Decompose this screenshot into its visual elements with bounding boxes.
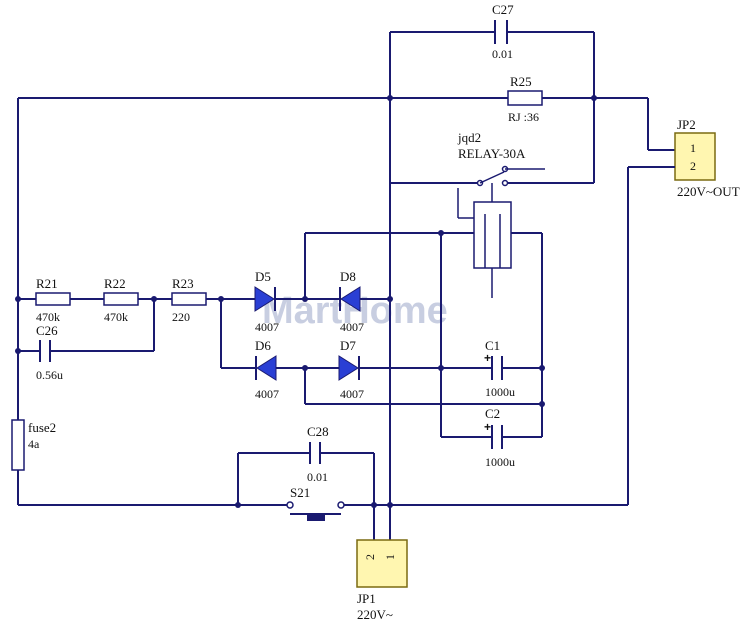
jp2-pin2: 2 — [690, 159, 696, 173]
diode-d5: D5 4007 — [254, 269, 279, 334]
c2-ref: C2 — [485, 406, 500, 421]
connector-jp2: JP2 1 2 220V~OUT — [627, 117, 740, 505]
c28-value: 0.01 — [307, 470, 328, 484]
d6-value: 4007 — [255, 387, 279, 401]
fuse-ref: fuse2 — [28, 420, 56, 435]
relay-jqd2: jqd2 RELAY-30A — [441, 130, 545, 298]
resistor-r22: R22 470k — [103, 276, 139, 324]
left-wires — [17, 98, 255, 505]
d5-ref: D5 — [255, 269, 271, 284]
diode-d6: D6 4007 — [255, 338, 279, 401]
c2-value: 1000u — [485, 455, 515, 469]
r21-value: 470k — [36, 310, 60, 324]
r25-ref: R25 — [510, 74, 532, 89]
s21-ref: S21 — [290, 485, 310, 500]
diode-d8: D8 4007 — [339, 269, 364, 334]
c26-value: 0.56u — [36, 368, 63, 382]
d8-value: 4007 — [340, 320, 364, 334]
c1-value: 1000u — [485, 385, 515, 399]
r22-ref: R22 — [104, 276, 126, 291]
capacitor-c27: C27 0.01 — [492, 2, 514, 61]
d7-ref: D7 — [340, 338, 356, 353]
relay-ref: jqd2 — [457, 130, 481, 145]
c26-ref: C26 — [36, 323, 58, 338]
d8-ref: D8 — [340, 269, 356, 284]
c27-value: 0.01 — [492, 47, 513, 61]
relay-value: RELAY-30A — [458, 146, 526, 161]
diode-d7: D7 4007 — [338, 338, 364, 401]
c1-ref: C1 — [485, 338, 500, 353]
top-network-wires — [18, 31, 675, 184]
c2-polarity: + — [484, 420, 491, 434]
switch-s21: S21 — [286, 485, 345, 521]
d7-value: 4007 — [340, 387, 364, 401]
bridge-wires — [220, 232, 542, 405]
resistor-r21: R21 470k — [35, 276, 71, 324]
jp1-pin1: 1 — [383, 554, 397, 560]
resistor-r23: R23 220 — [171, 276, 207, 324]
r23-ref: R23 — [172, 276, 194, 291]
r25-value: RJ :36 — [508, 110, 539, 124]
fuse-fuse2: fuse2 4a — [11, 419, 56, 471]
r21-ref: R21 — [36, 276, 58, 291]
r22-value: 470k — [104, 310, 128, 324]
capacitor-c2: + C2 1000u — [484, 406, 515, 469]
c28-ref: C28 — [307, 424, 329, 439]
jp1-pin2: 2 — [363, 554, 377, 560]
junction-dots — [15, 95, 597, 508]
jp2-pin1: 1 — [690, 141, 696, 155]
jp2-value: 220V~OUT — [677, 184, 740, 199]
r23-value: 220 — [172, 310, 190, 324]
capacitor-c1: + C1 1000u — [484, 338, 515, 399]
c27-ref: C27 — [492, 2, 514, 17]
c1-polarity: + — [484, 351, 491, 365]
jp1-value: 220V~ — [357, 607, 393, 622]
connector-jp1: 2 1 JP1 220V~ — [356, 539, 408, 622]
fuse-value: 4a — [28, 437, 40, 451]
d6-ref: D6 — [255, 338, 271, 353]
jp2-ref: JP2 — [677, 117, 696, 132]
jp1-ref: JP1 — [357, 591, 376, 606]
resistor-r25: R25 RJ :36 — [507, 74, 543, 124]
capacitor-c26: C26 0.56u — [36, 323, 63, 382]
capacitor-c28: C28 0.01 — [307, 424, 329, 484]
d5-value: 4007 — [255, 320, 279, 334]
